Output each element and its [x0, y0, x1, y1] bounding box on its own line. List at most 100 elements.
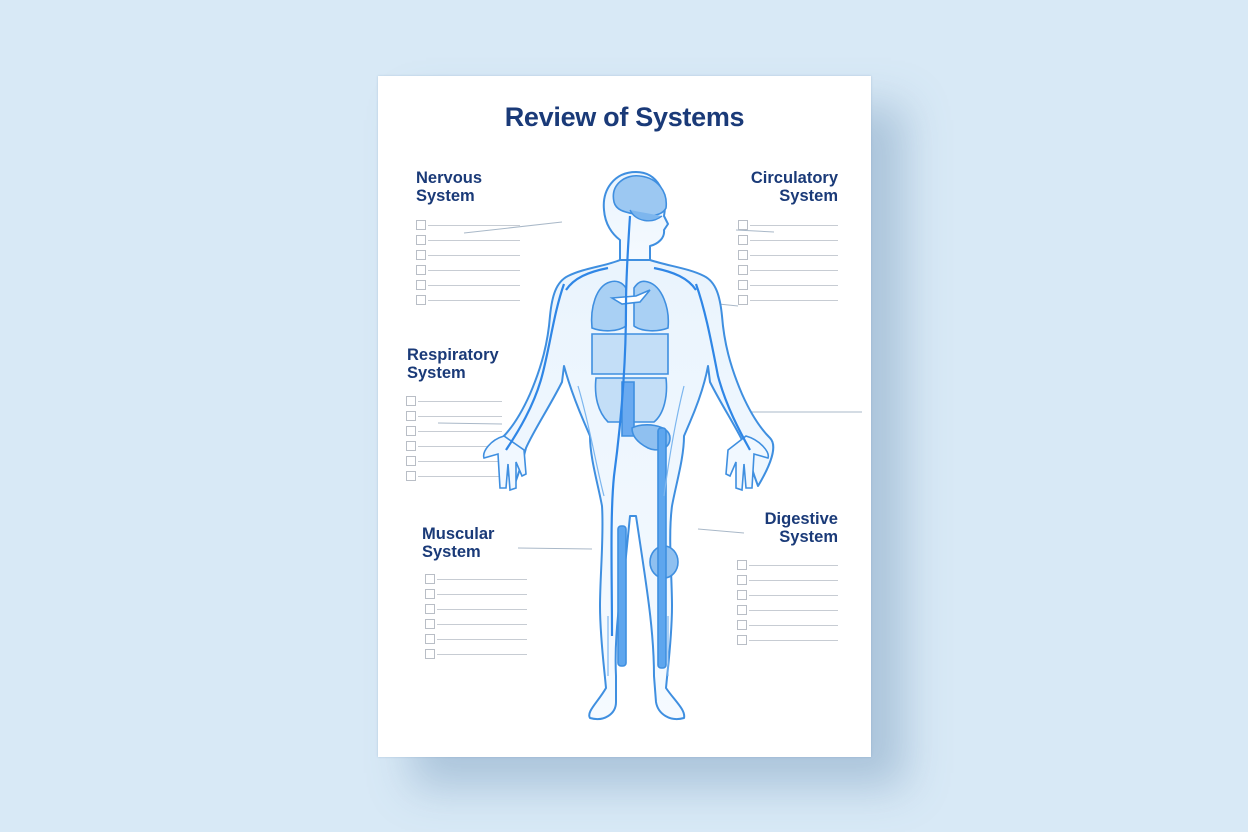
checklist-row: [425, 572, 527, 587]
checkbox[interactable]: [737, 635, 747, 645]
checklist-row: [738, 293, 838, 308]
checklist-row: [406, 394, 502, 409]
nervous-system-checklist: [416, 218, 520, 308]
vessels-and-nerves: [505, 215, 751, 637]
digestive-system-checklist: [737, 558, 838, 648]
blank-answer-line: [437, 609, 527, 610]
checklist-row: [416, 233, 520, 248]
checklist-row: [738, 263, 838, 278]
checkbox[interactable]: [738, 235, 748, 245]
checklist-row: [406, 409, 502, 424]
checklist-row: [737, 558, 838, 573]
checklist-row: [738, 278, 838, 293]
respiratory-system-heading: Respiratory System: [407, 346, 499, 382]
blank-answer-line: [437, 579, 527, 580]
checkbox[interactable]: [737, 575, 747, 585]
checkbox[interactable]: [406, 456, 416, 466]
blank-answer-line: [428, 240, 520, 241]
checklist-row: [738, 248, 838, 263]
checkbox[interactable]: [416, 220, 426, 230]
blank-answer-line: [418, 431, 502, 432]
checkbox[interactable]: [738, 295, 748, 305]
nervous-system-heading: Nervous System: [416, 169, 483, 205]
blank-answer-line: [750, 225, 838, 226]
blank-answer-line: [437, 594, 527, 595]
muscular-system-heading: Muscular System: [422, 525, 495, 561]
checkbox[interactable]: [425, 574, 435, 584]
checkbox[interactable]: [425, 589, 435, 599]
checkbox[interactable]: [416, 295, 426, 305]
checklist-row: [425, 647, 527, 662]
blank-answer-line: [428, 300, 520, 301]
human-body-illustration: [437, 171, 862, 720]
checkbox[interactable]: [406, 411, 416, 421]
digestive-organs: [617, 424, 679, 669]
checkbox[interactable]: [737, 590, 747, 600]
checkbox[interactable]: [738, 280, 748, 290]
checkbox[interactable]: [425, 634, 435, 644]
checklist-row: [416, 248, 520, 263]
checkbox[interactable]: [425, 619, 435, 629]
checkbox[interactable]: [416, 250, 426, 260]
blank-answer-line: [418, 476, 502, 477]
blank-answer-line: [749, 610, 838, 611]
blank-answer-line: [428, 225, 520, 226]
checklist-row: [406, 469, 502, 484]
checklist-row: [738, 218, 838, 233]
checklist-row: [416, 263, 520, 278]
checkbox[interactable]: [738, 250, 748, 260]
checklist-row: [737, 633, 838, 648]
checkbox[interactable]: [425, 604, 435, 614]
checklist-row: [737, 573, 838, 588]
checklist-row: [425, 617, 527, 632]
checklist-row: [737, 588, 838, 603]
checkbox[interactable]: [737, 605, 747, 615]
abdomen-organs: [591, 333, 669, 437]
checkbox[interactable]: [406, 426, 416, 436]
checklist-row: [406, 439, 502, 454]
blank-answer-line: [750, 255, 838, 256]
blank-answer-line: [750, 270, 838, 271]
blank-answer-line: [750, 300, 838, 301]
checkbox[interactable]: [406, 396, 416, 406]
checkbox[interactable]: [737, 620, 747, 630]
checkbox[interactable]: [416, 265, 426, 275]
blank-answer-line: [428, 255, 520, 256]
digestive-system-heading: Digestive System: [764, 510, 838, 546]
blank-answer-line: [428, 270, 520, 271]
checkbox[interactable]: [406, 441, 416, 451]
blank-answer-line: [428, 285, 520, 286]
checkbox[interactable]: [737, 560, 747, 570]
checklist-row: [425, 587, 527, 602]
blank-answer-line: [749, 595, 838, 596]
checkbox[interactable]: [425, 649, 435, 659]
checklist-row: [425, 602, 527, 617]
blank-answer-line: [750, 285, 838, 286]
checkbox[interactable]: [416, 235, 426, 245]
checklist-row: [406, 454, 502, 469]
blank-answer-line: [749, 625, 838, 626]
blank-answer-line: [418, 401, 502, 402]
blank-answer-line: [418, 446, 502, 447]
respiratory-system-checklist: [406, 394, 502, 484]
blank-answer-line: [437, 639, 527, 640]
checkbox[interactable]: [416, 280, 426, 290]
checklist-row: [737, 618, 838, 633]
checkbox[interactable]: [738, 265, 748, 275]
blank-answer-line: [437, 624, 527, 625]
checkbox[interactable]: [406, 471, 416, 481]
muscular-system-checklist: [425, 572, 527, 662]
checklist-row: [425, 632, 527, 647]
body-outline: [498, 171, 775, 720]
blank-answer-line: [418, 461, 502, 462]
checkbox[interactable]: [738, 220, 748, 230]
checklist-row: [416, 278, 520, 293]
circulatory-system-heading: Circulatory System: [750, 169, 838, 205]
review-of-systems-sheet: Review of Systems Nervous System Circula…: [378, 76, 871, 757]
checklist-row: [738, 233, 838, 248]
blank-answer-line: [749, 640, 838, 641]
blank-answer-line: [749, 565, 838, 566]
checklist-row: [406, 424, 502, 439]
checklist-row: [416, 293, 520, 308]
brain-organ: [612, 175, 667, 222]
